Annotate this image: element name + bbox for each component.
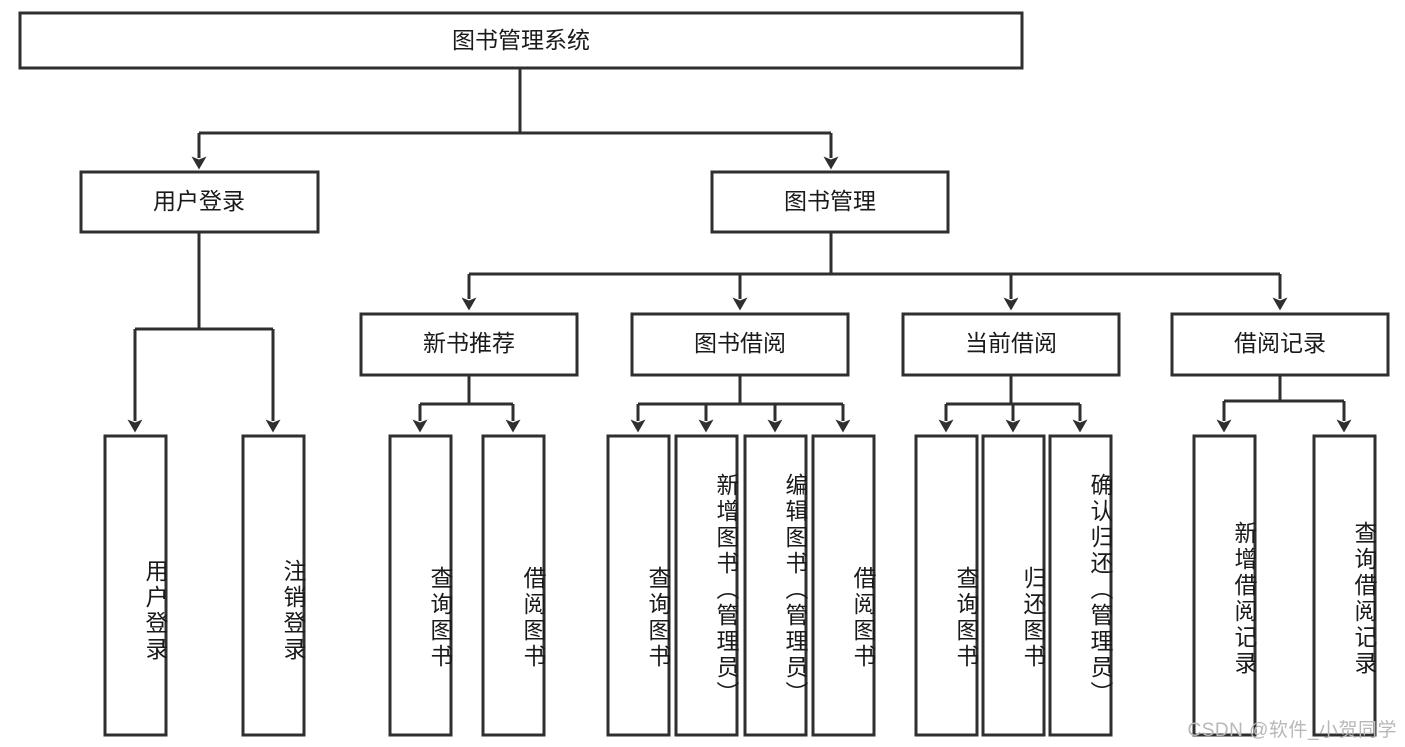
leaf-current-borrow-3-rect[interactable] [1048, 434, 1113, 737]
node-book-manage[interactable]: 图书管理 [710, 170, 950, 234]
leaf-book-borrow-2-rect[interactable] [674, 434, 739, 737]
node-user-login[interactable]: 用户登录 [79, 170, 320, 234]
csdn-watermark: CSDN @软件_小贺同学 [1187, 720, 1397, 741]
leaf-user-login-2-rect[interactable] [241, 434, 306, 737]
leaf-book-borrow-3-rect[interactable] [743, 434, 808, 737]
node-book-manage-label: 图书管理 [784, 188, 876, 214]
node-borrow-record-label: 借阅记录 [1234, 330, 1326, 356]
leaf-book-borrow-4-rect[interactable] [811, 434, 876, 737]
node-borrow-record[interactable]: 借阅记录 [1170, 312, 1390, 377]
node-current-borrow-rect[interactable] [901, 312, 1121, 377]
leaf-book-borrow-1-rect[interactable] [606, 434, 671, 737]
node-new-book-recommend[interactable]: 新书推荐 [359, 312, 579, 377]
node-layer: 图书管理系统 用户登录 图书管理 新书推荐 图书借阅 当前 [18, 11, 1390, 737]
leaf-current-borrow-2-rect[interactable] [981, 434, 1046, 737]
node-root-rect[interactable] [18, 11, 1024, 70]
node-book-borrow-rect[interactable] [630, 312, 850, 377]
node-new-book-recommend-rect[interactable] [359, 312, 579, 377]
node-book-borrow-label: 图书借阅 [694, 330, 786, 356]
node-book-manage-rect[interactable] [710, 170, 950, 234]
node-book-borrow[interactable]: 图书借阅 [630, 312, 850, 377]
leaf-borrow-record-1-rect[interactable] [1192, 434, 1257, 737]
leaf-borrow-record-2-rect[interactable] [1312, 434, 1377, 737]
leaf-current-borrow-1-rect[interactable] [914, 434, 979, 737]
node-new-book-recommend-label: 新书推荐 [423, 330, 515, 356]
node-current-borrow-label: 当前借阅 [965, 330, 1057, 356]
node-borrow-record-rect[interactable] [1170, 312, 1390, 377]
leaf-new-book-2-rect[interactable] [481, 434, 546, 737]
connector-layer [127, 68, 1352, 433]
node-root[interactable]: 图书管理系统 [18, 11, 1024, 70]
node-current-borrow[interactable]: 当前借阅 [901, 312, 1121, 377]
leaf-user-login-1-rect[interactable] [103, 434, 168, 737]
node-user-login-rect[interactable] [79, 170, 320, 234]
leaf-new-book-1-rect[interactable] [388, 434, 453, 737]
node-user-login-label: 用户登录 [153, 188, 245, 214]
node-root-label: 图书管理系统 [452, 27, 590, 53]
